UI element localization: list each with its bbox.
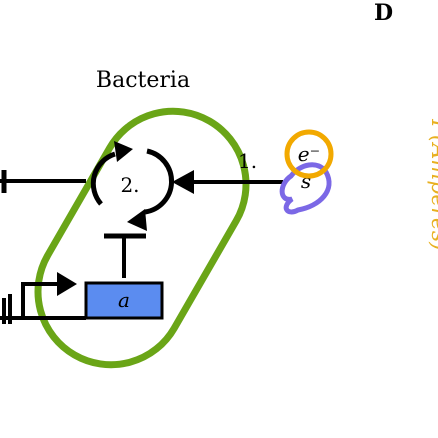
step-1-label: 1. <box>238 149 257 173</box>
gene-label: a <box>118 288 130 312</box>
cell-label: Bacteria <box>96 68 190 93</box>
cycle-arrow-lower <box>127 209 147 231</box>
bacterium-outline <box>34 107 250 369</box>
step-2-label: 2. <box>120 173 139 197</box>
substrate-blob <box>279 162 332 215</box>
promoter-arrow-head <box>57 272 77 296</box>
gene-box <box>84 281 164 320</box>
electron-label: e⁻ <box>298 142 320 166</box>
cycle-arc-lower <box>144 148 175 215</box>
cycle-arc-upper <box>90 151 116 206</box>
substrate-label: s <box>301 169 311 193</box>
panel-letter: D <box>374 0 393 26</box>
axis-label-fragment: I (Amperes) <box>426 118 438 251</box>
electron-arrow-head <box>172 170 194 194</box>
metabolic-cycle: 2. <box>90 141 175 231</box>
electron-circle <box>284 129 334 179</box>
cycle-arrow-upper <box>114 141 133 162</box>
